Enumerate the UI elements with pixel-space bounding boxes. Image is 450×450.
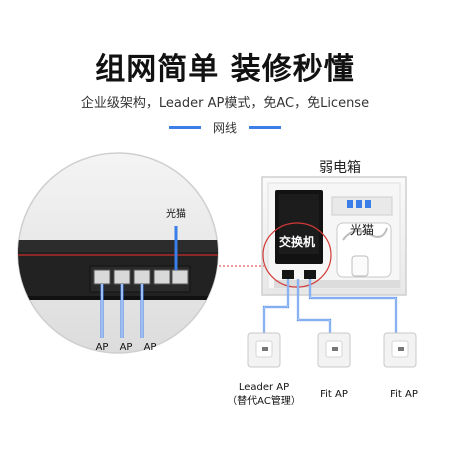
cabinet-modem <box>331 196 393 278</box>
zoom-port-label: AP <box>120 342 133 353</box>
fit-ap-device-2 <box>383 332 417 368</box>
divider-line-right <box>249 125 281 129</box>
divider-line-left <box>168 125 201 129</box>
page-title: 组网简单 装修秒懂 <box>95 52 355 87</box>
cabinet-modem-label: 光猫 <box>350 223 374 237</box>
switch-port <box>282 270 294 279</box>
switch-port <box>304 270 316 279</box>
zoom-port-label: AP <box>96 342 109 353</box>
section-divider: 网线 <box>0 119 450 135</box>
fit-ap-device-1 <box>317 332 351 368</box>
zoom-modem-label: 光猫 <box>166 207 186 220</box>
page-subtitle: 企业级架构，Leader AP模式，免AC，免License <box>80 96 370 111</box>
cabinet-label: 弱电箱 <box>319 160 361 176</box>
fit-ap-label-2: Fit AP <box>390 389 418 400</box>
leader-ap-label: Leader AP <box>239 382 289 393</box>
section-label: 网线 <box>212 120 237 135</box>
switch-label: 交换机 <box>279 234 315 249</box>
cabinet-switch <box>275 190 323 264</box>
leader-ap-device <box>247 332 281 368</box>
zoom-port-label: AP <box>144 342 157 353</box>
leader-ap-sublabel: （替代AC管理） <box>227 394 301 407</box>
zoom-ports <box>93 269 189 285</box>
fit-ap-label-1: Fit AP <box>320 389 348 400</box>
